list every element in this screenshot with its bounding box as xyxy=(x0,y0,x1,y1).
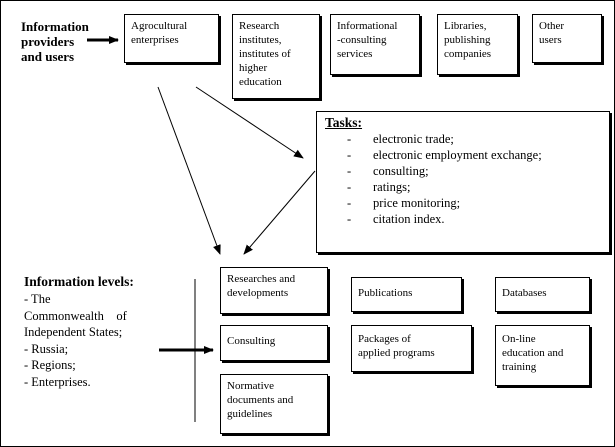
provider-libraries-publishing: Libraries, publishing companies xyxy=(437,14,518,75)
resource-normative-documents: Normative documents and guidelines xyxy=(220,374,328,434)
box-text-line: higher xyxy=(239,62,268,74)
box-text-line: Agrocultural xyxy=(131,20,188,32)
task-item: electronic employment exchange; xyxy=(325,147,601,163)
levels-list: - The Commonwealth of Independent States… xyxy=(24,291,127,390)
box-text-line: applied programs xyxy=(358,347,435,359)
providers-label-line: and users xyxy=(21,49,75,64)
level-item: - Regions; xyxy=(24,358,76,372)
box-text-line: Normative xyxy=(227,380,275,392)
box-text-line: Packages of xyxy=(358,333,411,345)
box-text-line: companies xyxy=(444,48,492,60)
box-text-line: Databases xyxy=(502,287,547,299)
resource-packages-applied-programs: Packages of applied programs xyxy=(351,325,472,372)
resource-publications: Publications xyxy=(351,277,462,312)
levels-title: Information levels: xyxy=(24,274,134,289)
task-item: consulting; xyxy=(325,163,601,179)
box-text-line: guidelines xyxy=(227,408,273,420)
box-text-line: users xyxy=(539,34,562,46)
providers-label-line: Information xyxy=(21,19,89,34)
box-text-line: documents and xyxy=(227,394,294,406)
providers-label-line: providers xyxy=(21,34,75,49)
box-text-line: Libraries, xyxy=(444,20,487,32)
box-text-line: -consulting xyxy=(337,34,387,46)
box-text-line: Other xyxy=(539,20,565,32)
box-text-line: developments xyxy=(227,287,289,299)
provider-informational-consulting: Informational -consulting services xyxy=(330,14,420,75)
level-item: - The xyxy=(24,292,51,306)
level-item: Independent States; xyxy=(24,325,123,339)
task-item: electronic trade; xyxy=(325,131,601,147)
tasks-title: Tasks: xyxy=(325,115,363,130)
resource-databases: Databases xyxy=(495,277,590,312)
tasks-to-resources-arrow xyxy=(243,170,316,255)
box-text-line: publishing xyxy=(444,34,491,46)
box-text-line: institutes of xyxy=(239,48,291,60)
provider-other-users: Other users xyxy=(532,14,602,63)
providers-label: Information providers and users xyxy=(21,19,89,64)
level-item: - Russia; xyxy=(24,341,69,356)
level-item: Commonwealth of xyxy=(24,308,127,323)
resource-online-education: On-line education and training xyxy=(495,325,590,386)
box-text-line: Consulting xyxy=(227,335,276,347)
providers-to-tasks-arrow xyxy=(195,86,304,159)
task-item: citation index. xyxy=(325,211,601,227)
box-text-line: enterprises xyxy=(131,34,179,46)
box-text-line: education and xyxy=(502,347,564,359)
resource-consulting: Consulting xyxy=(220,325,328,361)
task-item: price monitoring; xyxy=(325,195,601,211)
provider-agrocultural-enterprises: Agrocultural enterprises xyxy=(124,14,219,63)
box-text-line: Informational xyxy=(337,20,398,32)
resource-researches-developments: Researches and developments xyxy=(220,267,328,314)
providers-to-resources-arrow xyxy=(157,86,221,255)
box-text-line: Research xyxy=(239,20,280,32)
box-text-line: services xyxy=(337,48,373,60)
tasks-list: electronic trade; electronic employment … xyxy=(325,131,601,227)
box-text-line: training xyxy=(502,361,537,373)
task-item: ratings; xyxy=(325,179,601,195)
box-text-line: education xyxy=(239,76,282,88)
box-text-line: institutes, xyxy=(239,34,282,46)
tasks-box: Tasks: electronic trade; electronic empl… xyxy=(316,111,610,253)
box-text-line: Researches and xyxy=(227,273,296,285)
level-item: - Enterprises. xyxy=(24,374,91,389)
box-text-line: On-line xyxy=(502,333,536,345)
box-text-line: Publications xyxy=(358,287,413,299)
provider-research-institutes: Research institutes, institutes of highe… xyxy=(232,14,320,99)
